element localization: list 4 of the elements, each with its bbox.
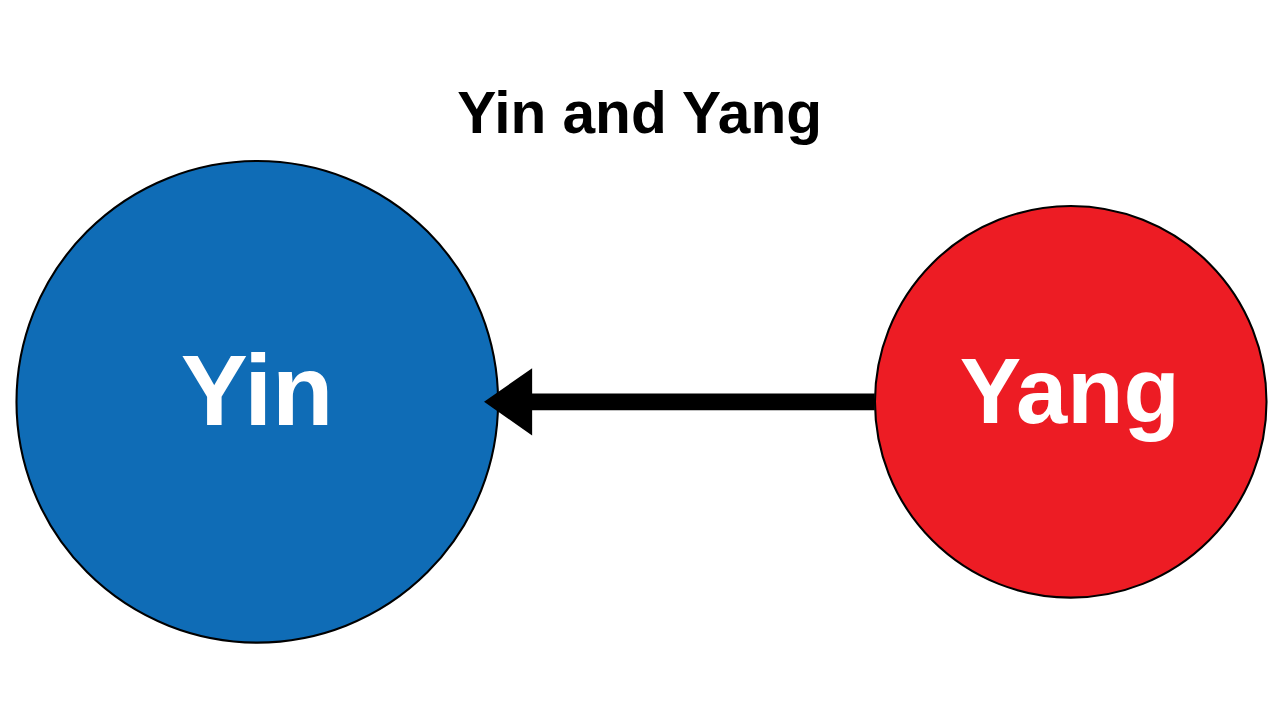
diagram-title: Yin and Yang [457,79,823,145]
node-circle: Yang [873,204,1268,599]
arrow [484,367,875,435]
node-circle: Yin [15,159,500,644]
